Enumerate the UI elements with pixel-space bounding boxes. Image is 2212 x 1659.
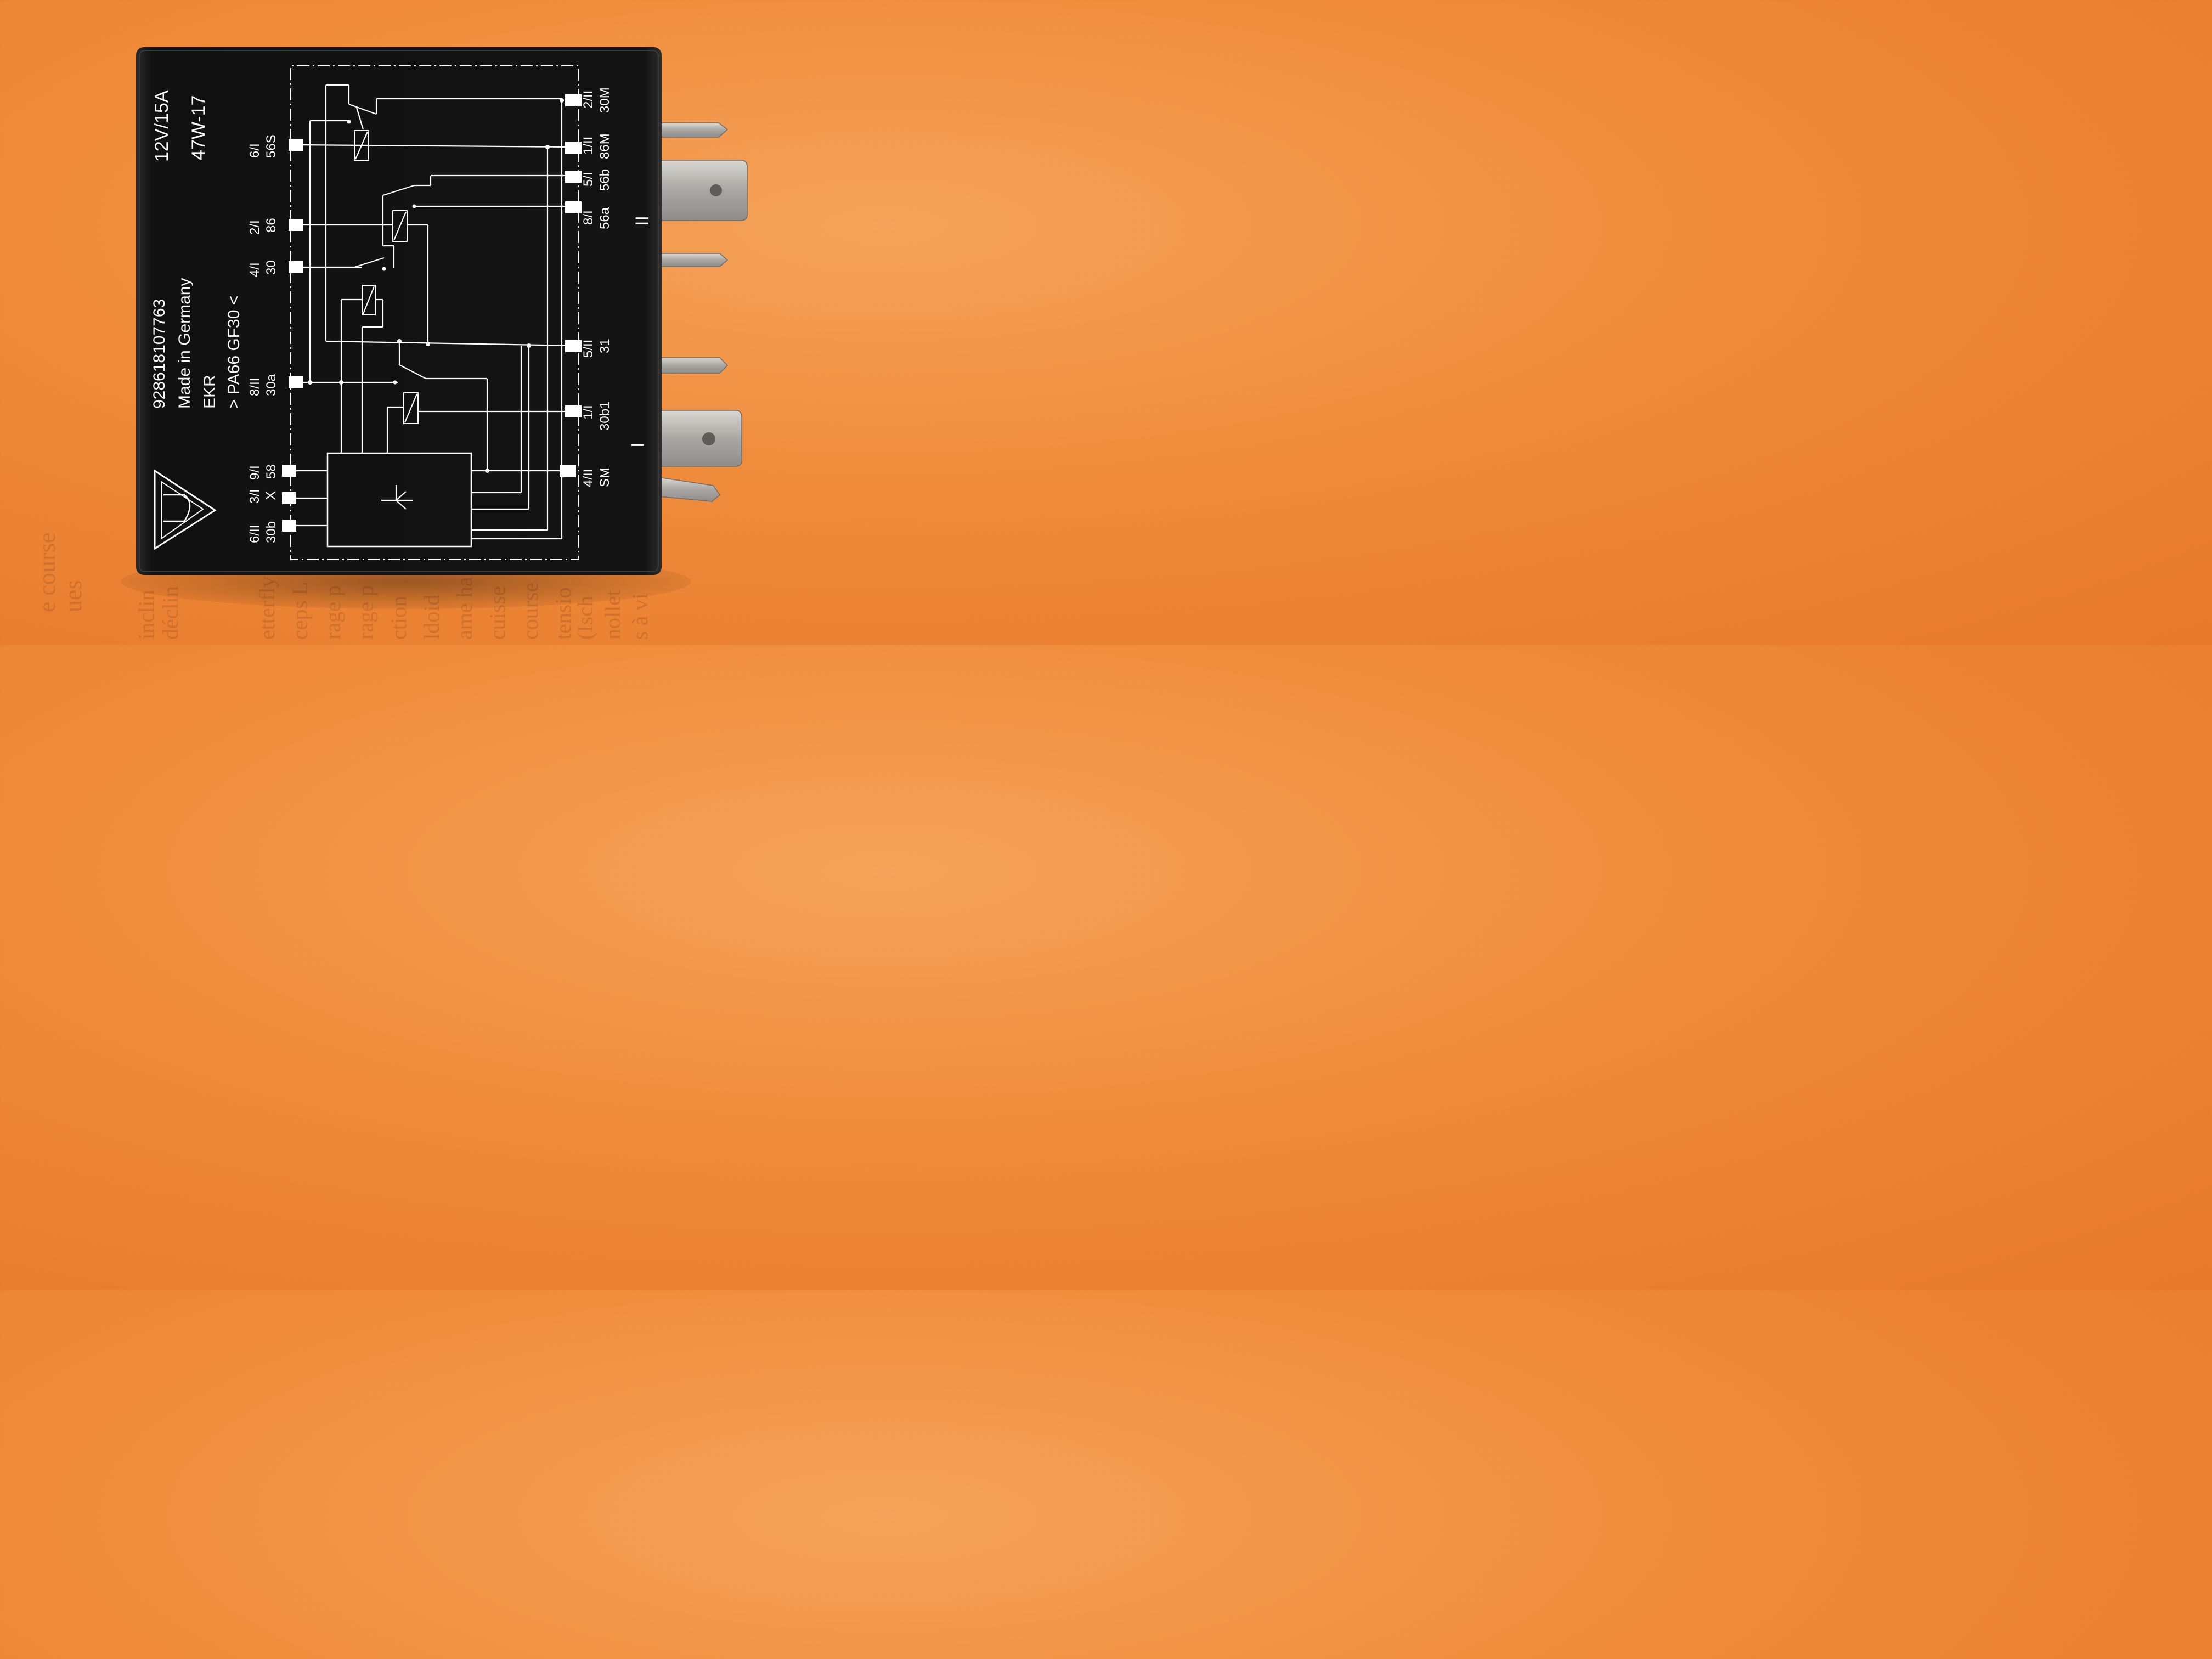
- relay-model: 47W-17: [188, 95, 209, 160]
- material-code: > PA66 GF30 <: [225, 296, 243, 409]
- label-pin-30-id: 4/I: [247, 262, 262, 277]
- label-pin-56s-name: 56S: [264, 134, 279, 158]
- label-pin-56a-id: 8/I: [581, 210, 596, 225]
- relay-housing: [136, 47, 662, 575]
- label-pin-56b-name: 56b: [597, 169, 612, 191]
- label-pin-sm-id: 4/II: [581, 469, 596, 487]
- photo-scene: e course ues inclin déclin etterfly ceps…: [33, 47, 748, 640]
- label-pin-56b-id: 5/I: [581, 172, 596, 187]
- paper-line-17: s à vi: [628, 594, 652, 640]
- label-pin-sm-name: SM: [597, 467, 612, 487]
- relay-rating: 12V/15A: [151, 90, 172, 162]
- label-pin-86-id: 2/I: [247, 220, 262, 235]
- label-pin-86-name: 86: [264, 218, 279, 233]
- label-pin-30b-name: 30b: [264, 521, 279, 543]
- pin-blade-3: [658, 357, 729, 374]
- schematic-wiring: [296, 84, 574, 540]
- pin-blade-1: [658, 122, 729, 138]
- label-pin-31-id: 5/II: [581, 340, 596, 358]
- pin-blade-wide-1: [658, 160, 748, 221]
- label-pin-30a-name: 30a: [264, 374, 279, 396]
- label-pin-30m-id: 2/II: [581, 91, 596, 109]
- label-pin-x-id: 3/I: [247, 489, 262, 504]
- origin-text: Made in Germany: [176, 278, 194, 409]
- pin-hole-2: [702, 432, 715, 445]
- maker-code: EKR: [201, 375, 219, 409]
- label-pin-30-name: 30: [264, 260, 279, 275]
- label-pin-56s-id: 6/I: [247, 143, 262, 158]
- relay-pins: [658, 122, 748, 502]
- pin-hole-1: [710, 184, 722, 196]
- schematic-boundary: [290, 65, 579, 560]
- label-pin-86m-id: 1/II: [581, 137, 596, 155]
- paper-line-2: ues: [60, 580, 87, 612]
- side-marker-i: I: [628, 443, 648, 448]
- label-pin-58-id: 9/I: [247, 465, 262, 480]
- paper-line-1: e course: [33, 533, 60, 612]
- control-unit-block: [326, 452, 472, 548]
- label-pin-30b1-id: 1/I: [581, 405, 596, 420]
- terminal-labels-bottom: 4/II SM 1/I 30b1 5/II 31 8/I 56a 5/I 56b…: [581, 87, 612, 487]
- manufacturer-logo: [154, 469, 217, 550]
- label-pin-56a-name: 56a: [597, 207, 612, 229]
- label-pin-58-name: 58: [264, 464, 279, 479]
- label-pin-x-name: X: [262, 491, 279, 500]
- label-pin-86m-name: 86M: [597, 133, 612, 159]
- label-pin-30m-name: 30M: [597, 87, 612, 113]
- label-pin-30b-id: 6/II: [247, 525, 262, 543]
- pin-blade-wide-2: [658, 410, 742, 467]
- label-pin-30b1-name: 30b1: [597, 402, 612, 431]
- part-number: 928618107763: [150, 299, 168, 409]
- housing-edge: [139, 50, 659, 572]
- terminal-labels-top: 6/II 30b 3/I X 9/I 58 8/II 30a 4/I 30 2/…: [247, 134, 279, 543]
- pin-blade-2: [658, 253, 729, 267]
- pin-blade-4: [658, 477, 721, 502]
- label-pin-30a-id: 8/II: [247, 378, 262, 396]
- diode-symbol: [381, 485, 413, 510]
- terminal-pads: [282, 94, 582, 532]
- side-marker-ii: II: [632, 216, 653, 226]
- paper-line-3: inclin: [134, 590, 159, 640]
- label-pin-31-name: 31: [597, 338, 612, 353]
